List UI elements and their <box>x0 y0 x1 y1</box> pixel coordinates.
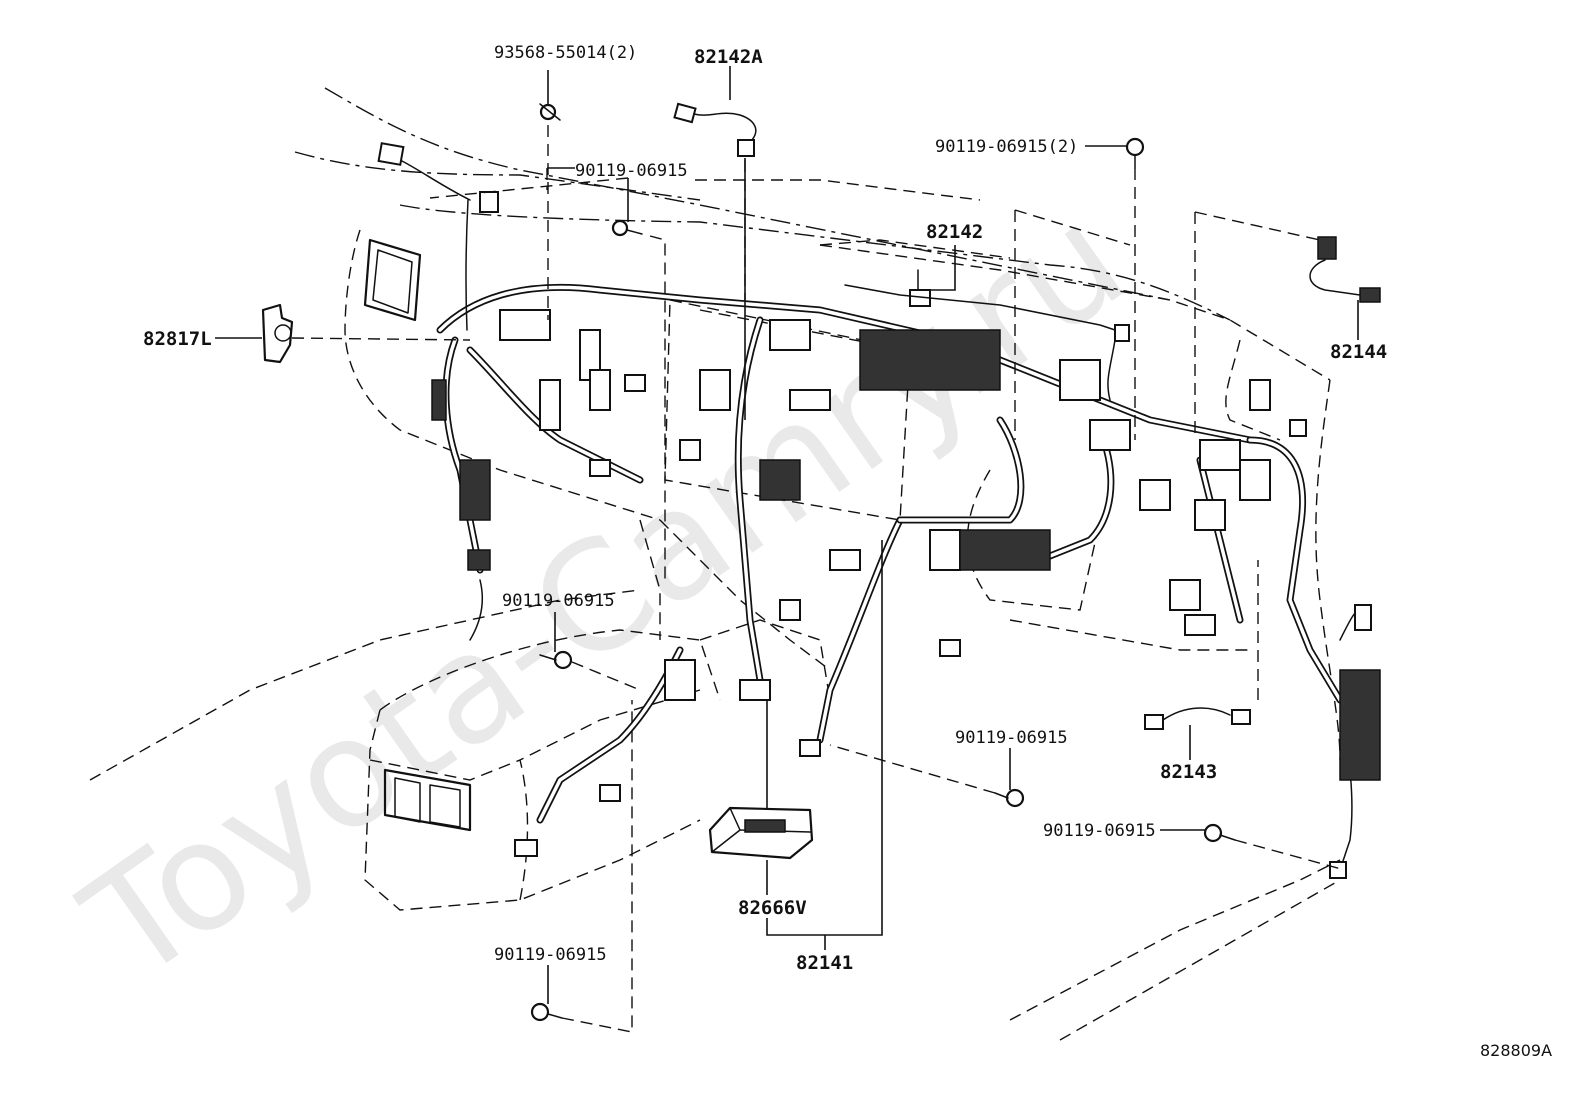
label-bolt-right-low: 90119-06915 <box>1043 821 1156 841</box>
bolt-left-mid-icon <box>539 650 573 670</box>
harness-82143-part <box>1144 707 1251 730</box>
bolt-right-low-icon <box>1203 823 1236 843</box>
harness-82144-part <box>1309 236 1381 303</box>
leader-lines <box>215 66 1359 1033</box>
part-labels: 93568-55014(2) 82142A 90119-06915 90119-… <box>143 43 1552 1060</box>
label-82142A: 82142A <box>694 46 763 68</box>
figure-number: 828809A <box>1480 1041 1552 1060</box>
label-bolt-top-right: 90119-06915(2) <box>935 137 1078 157</box>
bolt-bottom-left-icon <box>530 1002 563 1022</box>
center-console <box>364 619 831 911</box>
label-bolt-right-mid: 90119-06915 <box>955 728 1068 748</box>
label-82141: 82141 <box>796 952 853 974</box>
dashboard-outline <box>89 87 1341 1041</box>
label-bolt-left-mid: 90119-06915 <box>502 591 615 611</box>
clamp-82817L-part <box>261 303 294 364</box>
label-82142: 82142 <box>926 221 983 243</box>
bolt-top-center-icon <box>611 219 643 237</box>
label-bolt-bottom-left: 90119-06915 <box>494 945 607 965</box>
label-82817L: 82817L <box>143 328 212 350</box>
harness-82142A-part <box>673 102 757 420</box>
label-82143: 82143 <box>1160 761 1217 783</box>
label-82666V: 82666V <box>738 897 807 919</box>
ecu-82666V-part <box>708 806 814 860</box>
screw-93568-icon <box>539 103 561 121</box>
fasteners <box>530 103 1236 1022</box>
bolt-top-right-icon <box>1125 137 1145 169</box>
bolt-right-mid-icon <box>994 788 1025 808</box>
label-screw-93568: 93568-55014(2) <box>494 43 637 63</box>
label-bolt-top-center: 90119-06915 <box>575 161 688 181</box>
harness-82142-part <box>844 269 1116 401</box>
harness-connectors <box>377 142 1381 879</box>
left-air-vent <box>363 238 422 322</box>
label-82144: 82144 <box>1330 341 1387 363</box>
